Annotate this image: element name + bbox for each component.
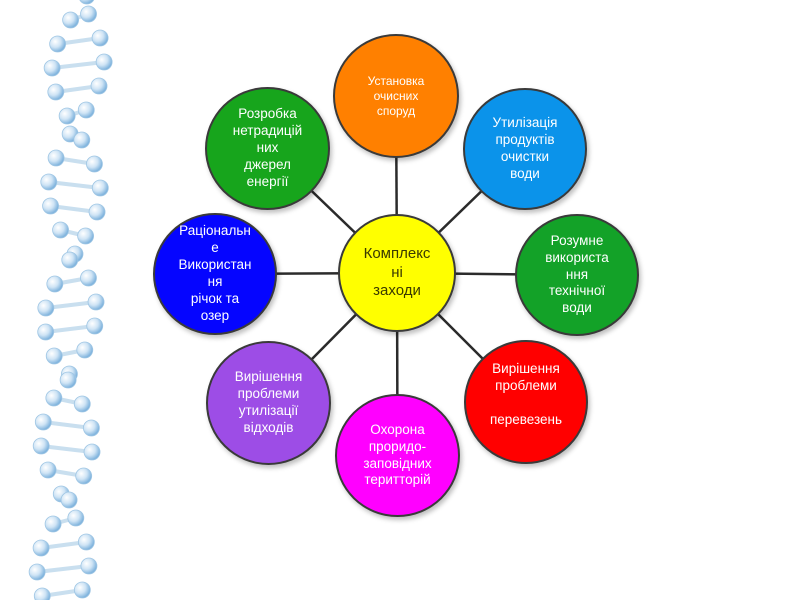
dna-bead [88, 203, 106, 221]
dna-bead [33, 587, 51, 600]
dna-bead [91, 29, 109, 47]
dna-bead [44, 515, 62, 533]
dna-bead [28, 563, 46, 581]
dna-bead [47, 149, 65, 167]
dna-bead [58, 107, 76, 125]
dna-bead [46, 275, 64, 293]
dna-bead [87, 293, 105, 311]
dna-bead [37, 299, 55, 317]
dna-bead [43, 59, 61, 77]
dna-bead [52, 221, 69, 239]
node-label: Розробка нетрадицій них джерел енергії [232, 106, 303, 189]
node-waste-utilization: Вирішення проблеми утилізації відходів [206, 341, 331, 465]
dna-bead [45, 347, 63, 365]
dna-bead [86, 155, 103, 173]
dna-bead [77, 101, 95, 119]
dna-bead [73, 395, 91, 413]
node-technical-water: Розумне використа ння технічної води [515, 214, 639, 336]
dna-rung [46, 180, 103, 190]
dna-bead [32, 437, 50, 455]
node-treatment-facilities: Установка очисних споруд [333, 34, 459, 158]
dna-bead [90, 77, 108, 95]
node-label: Вирішення проблеми перевезень [489, 361, 563, 427]
node-label: Раціональн е Використан ня річок та озер [178, 223, 252, 323]
dna-rung [35, 564, 91, 574]
dna-bead [77, 227, 95, 245]
dna-rung [50, 60, 107, 70]
dna-bead [76, 341, 94, 359]
dna-bead [80, 5, 97, 23]
dna-bead [40, 173, 58, 191]
dna-rung [39, 444, 95, 454]
dna-bead [75, 467, 93, 485]
dna-bead [49, 35, 67, 53]
dna-bead [45, 389, 63, 407]
dna-bead [42, 197, 59, 215]
node-transport-problems: Вирішення проблеми перевезень [464, 340, 588, 464]
node-label: Утилізація продуктів очистки води [492, 115, 558, 181]
dna-bead [77, 533, 95, 551]
dna-bead [47, 83, 65, 101]
node-utilization-products: Утилізація продуктів очистки води [463, 88, 587, 210]
node-label: Охорона проридо- заповідних терит­торій [363, 421, 432, 488]
dna-bead [80, 269, 97, 287]
node-alternative-energy: Розробка нетрадицій них джерел енергії [205, 87, 330, 210]
dna-rung [43, 300, 99, 310]
dna-bead [37, 323, 55, 341]
dna-bead [73, 131, 91, 149]
dna-bead [91, 179, 109, 197]
dna-bead [95, 53, 113, 71]
dna-bead [83, 443, 101, 461]
dna-bead [59, 371, 77, 389]
dna-bead [32, 539, 50, 557]
dna-bead [86, 317, 104, 335]
node-rivers-lakes: Раціональн е Використан ня річок та озер [153, 213, 277, 335]
node-label: Вирішення проблеми утилізації відходів [234, 369, 303, 435]
node-protected-areas: Охорона проридо- заповідних терит­торій [335, 394, 460, 517]
dna-bead [67, 509, 85, 527]
dna-bead [39, 461, 57, 479]
dna-bead [61, 251, 79, 269]
node-label: Розумне використа ння технічної води [545, 232, 609, 316]
dna-bead [82, 419, 100, 437]
node-label: Установка очисних споруд [367, 73, 425, 118]
dna-bead [60, 491, 78, 509]
dna-bead [79, 0, 95, 5]
center-node-label: Комплекс ні заходи [363, 244, 431, 300]
dna-bead [62, 11, 80, 29]
dna-bead [34, 413, 52, 431]
dna-bead [80, 557, 98, 575]
dna-bead [73, 581, 91, 599]
center-node: Комплекс ні заходи [338, 214, 456, 332]
